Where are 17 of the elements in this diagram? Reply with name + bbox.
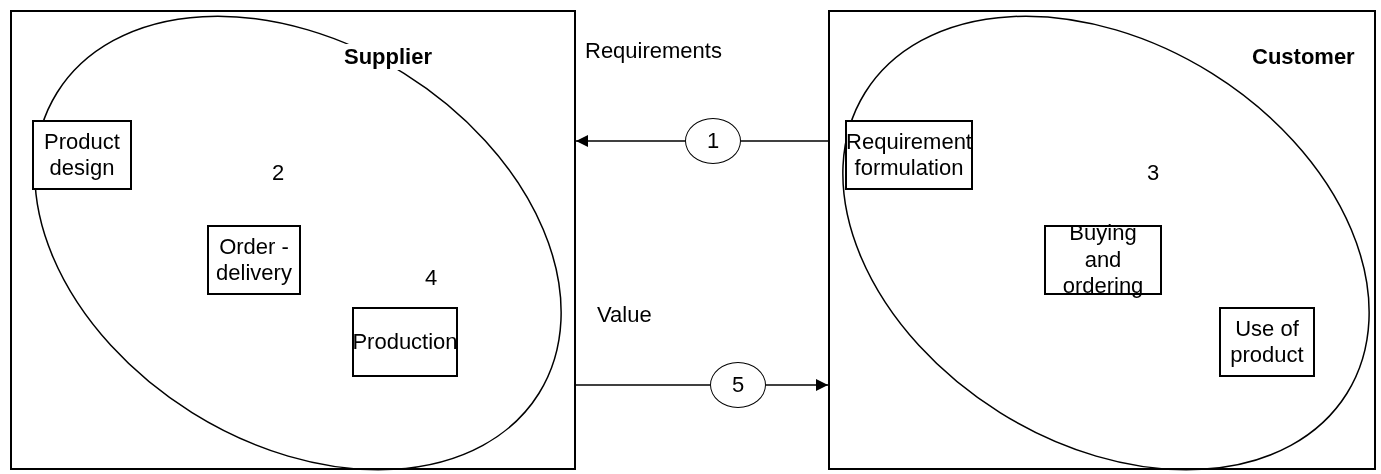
arrow xyxy=(765,379,829,391)
connector-line xyxy=(575,384,711,386)
step-number-circle: 1 xyxy=(685,118,741,164)
group-heading: Supplier xyxy=(342,44,434,70)
process-box: Production xyxy=(352,307,458,377)
process-box: Product design xyxy=(32,120,132,190)
callout-number: 3 xyxy=(1147,160,1160,186)
connector-line xyxy=(740,140,829,142)
flow-label: Value xyxy=(597,302,652,328)
process-box: Requirement formulation xyxy=(845,120,973,190)
step-number-circle: 5 xyxy=(710,362,766,408)
flow-label: Requirements xyxy=(585,38,722,64)
callout-number: 4 xyxy=(425,265,438,291)
process-box: Order - delivery xyxy=(207,225,301,295)
arrow xyxy=(575,135,686,147)
callout-number: 2 xyxy=(272,160,285,186)
process-box: Use of product xyxy=(1219,307,1315,377)
